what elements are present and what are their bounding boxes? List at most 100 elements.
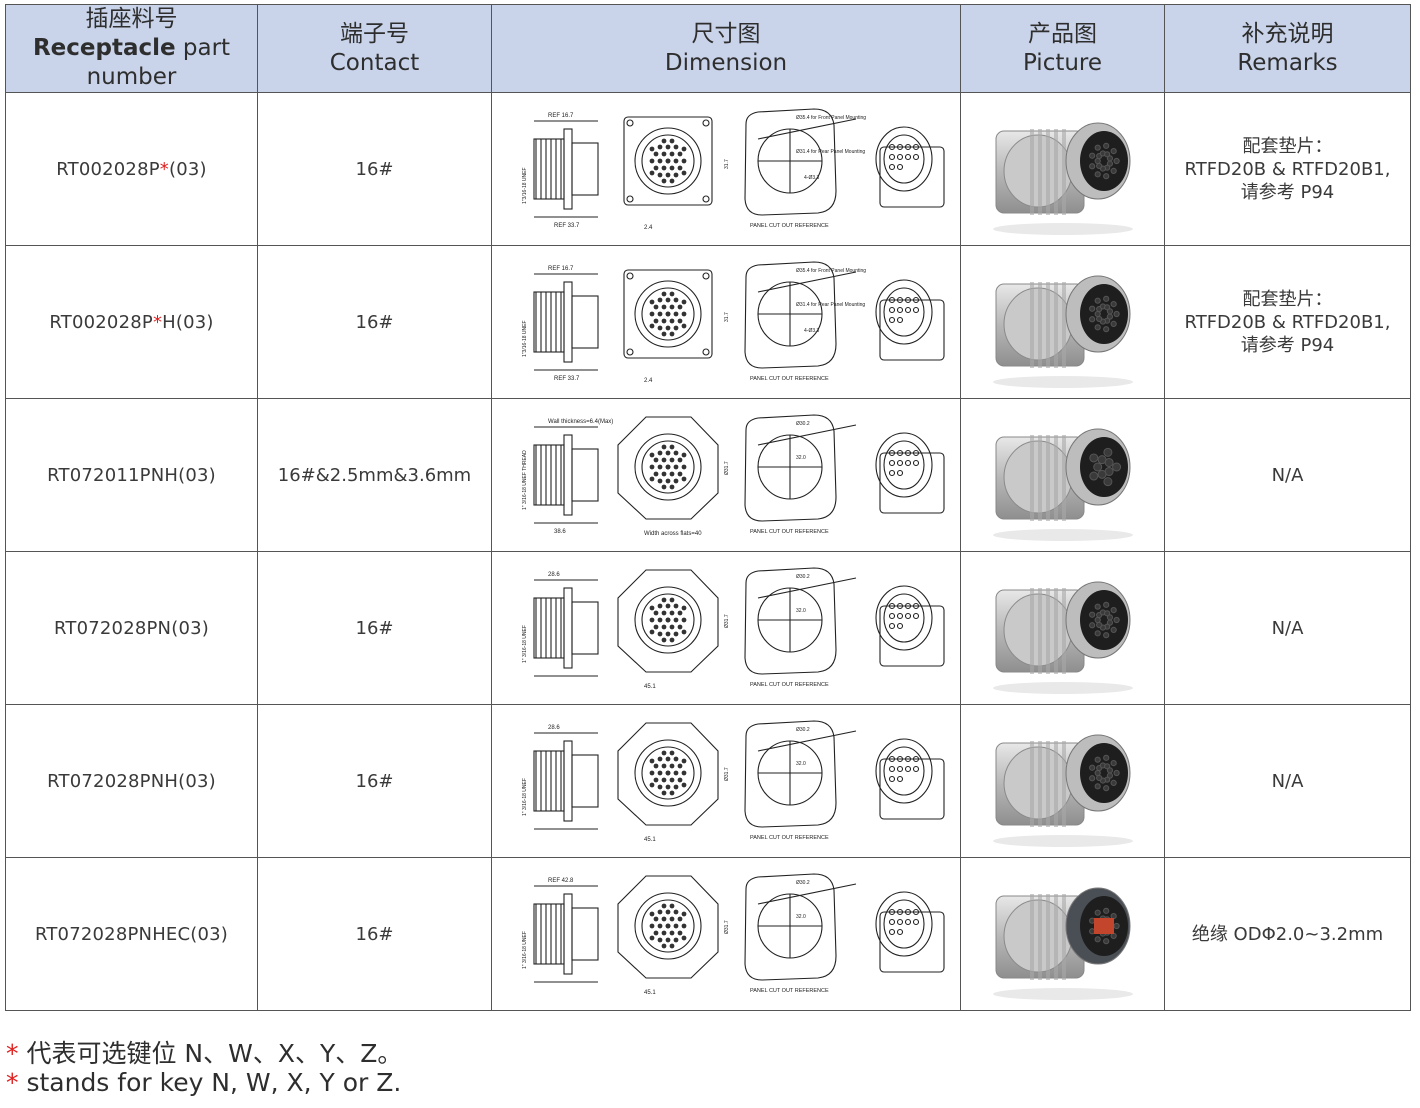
- part-number-text: RT072028PNHEC(03): [34, 923, 229, 945]
- thread-ring: [1029, 741, 1034, 827]
- insert-cavity: [1102, 326, 1109, 333]
- front-view-hex-flange: [617, 569, 719, 673]
- insert-cavity: [1088, 152, 1095, 159]
- insert-cavity: [1103, 610, 1110, 617]
- contact-pin: [681, 299, 687, 305]
- contact-pin: [681, 146, 687, 152]
- side-view-shell: [571, 295, 599, 349]
- contact-pin: [657, 603, 663, 609]
- header-part-en-bold: Receptacle: [32, 35, 176, 61]
- thread-ring: [1045, 588, 1050, 674]
- contact-pin: [677, 916, 683, 922]
- contact-pin: [665, 631, 671, 637]
- contact-pin: [669, 903, 675, 909]
- contact-pin: [661, 610, 667, 616]
- contact-pin: [665, 756, 671, 762]
- iso-insert: [883, 593, 925, 643]
- footnote-cn-text: 代表可选键位 N、W、X、Y、Z。: [18, 1039, 403, 1068]
- side-view-body: [533, 138, 565, 200]
- shadow: [992, 376, 1133, 388]
- part-number-cell: RT002028P*(03): [5, 92, 258, 246]
- remarks-line: 请参考 P94: [1240, 334, 1335, 356]
- contact-pin: [677, 930, 683, 936]
- side-view-shell: [571, 448, 599, 502]
- iso-shell: [875, 432, 933, 498]
- contact-pin: [669, 471, 675, 477]
- thread-ring: [1061, 741, 1066, 827]
- contact-pin: [673, 617, 679, 623]
- iso-flange: [879, 146, 945, 208]
- insert-cavity: [1092, 462, 1102, 472]
- remarks-line: 请参考 P94: [1240, 181, 1335, 203]
- contact-pin: [681, 605, 687, 611]
- iso-pin: [904, 153, 912, 161]
- contact-pin: [669, 151, 675, 157]
- side-view-shell: [571, 601, 599, 655]
- mount-hole: [626, 119, 634, 127]
- contact-pin: [653, 777, 659, 783]
- leader-line: [757, 424, 857, 446]
- contact-pin: [657, 478, 663, 484]
- panel-cutout-outline: [744, 567, 837, 675]
- iso-pin: [912, 153, 920, 161]
- insert-cavity: [1095, 621, 1102, 629]
- insert-cavity: [1110, 932, 1117, 939]
- contact-pin: [649, 923, 655, 929]
- contact-pin: [665, 325, 671, 331]
- insert-cavity: [1095, 315, 1102, 323]
- contact-cell: 16#: [257, 92, 492, 246]
- thread-ring: [1053, 741, 1058, 827]
- contact-pin: [673, 172, 679, 178]
- mount-hole: [702, 195, 710, 203]
- side-view-flange: [563, 128, 573, 210]
- thread-ring: [1037, 894, 1042, 980]
- contact-pin: [661, 777, 667, 783]
- contact-cell: 16#: [257, 245, 492, 399]
- thread-ring: [1029, 129, 1034, 215]
- insert-cavity: [1110, 320, 1117, 327]
- contact-pin: [649, 452, 655, 458]
- contact-pin: [665, 144, 671, 150]
- insert-cavity: [1106, 767, 1113, 774]
- contact-pin: [681, 770, 687, 776]
- contact-pin: [657, 923, 663, 929]
- header-dimension: 尺寸图 Dimension: [491, 4, 961, 93]
- connector-insert: [1079, 590, 1128, 650]
- shadow: [992, 529, 1133, 541]
- iso-pin: [896, 908, 904, 916]
- dim-thread: 1" 3/16-18 UNEF: [522, 931, 528, 969]
- thread-ring: [1029, 282, 1034, 368]
- part-number-text: H(03): [162, 311, 214, 333]
- iso-pin: [888, 918, 896, 926]
- contact-pin: [657, 464, 663, 470]
- mount-hole: [702, 348, 710, 356]
- front-view-shell: [634, 586, 702, 654]
- footnote-cn-star: *: [6, 1039, 19, 1068]
- remarks-line: 配套垫片：: [1242, 135, 1333, 157]
- dim-mount-rear: Ø31.4 for Rear Panel Mounting: [796, 149, 865, 155]
- thread-ring: [1037, 282, 1042, 368]
- leader-line: [757, 577, 857, 599]
- insert-cavity: [1088, 163, 1095, 170]
- insert-cavity: [1088, 917, 1095, 924]
- dim-diameter: Ø31.7: [724, 614, 730, 628]
- thread-ring: [1037, 129, 1042, 215]
- iso-pin: [912, 602, 920, 610]
- side-view-shell: [571, 754, 599, 808]
- iso-pin: [904, 765, 912, 773]
- dim-mount-rear: Ø31.4 for Rear Panel Mounting: [796, 302, 865, 308]
- picture-cell: [960, 398, 1165, 552]
- iso-pin: [912, 296, 920, 304]
- contact-pin: [661, 750, 667, 756]
- iso-pin: [896, 316, 904, 324]
- thread-ring: [1037, 741, 1042, 827]
- dim-diameter: 31.7: [724, 312, 730, 322]
- dim-diameter: Ø31.7: [724, 461, 730, 475]
- iso-pin: [896, 612, 904, 620]
- thread-ring: [1053, 129, 1058, 215]
- iso-pin: [888, 622, 896, 630]
- header-remarks: 补充说明 Remarks: [1164, 4, 1411, 93]
